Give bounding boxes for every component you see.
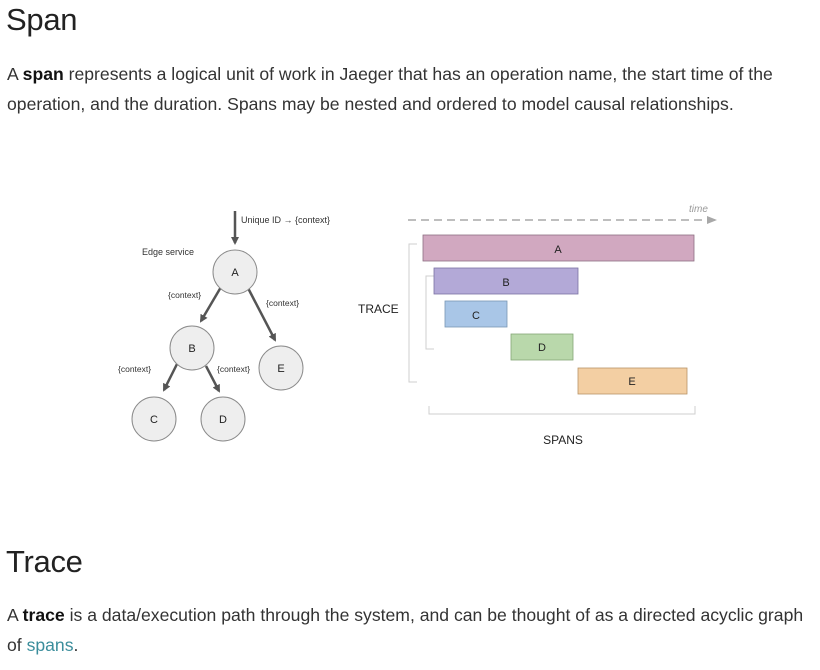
edge-a-b xyxy=(199,286,223,323)
span-bar-e: E xyxy=(577,367,688,395)
trace-label: TRACE xyxy=(358,302,399,316)
span-bar-d: D xyxy=(510,333,574,361)
span-bar-e-label: E xyxy=(628,376,635,388)
node-b-circle xyxy=(169,325,215,371)
span-bar-c-rect xyxy=(444,300,508,328)
spans-link[interactable]: spans xyxy=(26,635,74,655)
span-bar-b-label: B xyxy=(502,277,509,289)
span-bar-a-rect xyxy=(422,234,695,262)
span-tree: Unique ID → {context} Edge service {cont… xyxy=(118,211,330,442)
edge-service-label: Edge service xyxy=(142,247,194,257)
node-d: D xyxy=(200,396,246,442)
spans-label: SPANS xyxy=(543,433,583,447)
context-label-b-d: {context} xyxy=(217,364,250,374)
trace-heading: Trace xyxy=(6,544,83,579)
edge-b-c xyxy=(162,363,179,392)
node-e: E xyxy=(258,345,304,391)
node-d-circle xyxy=(200,396,246,442)
span-trace-diagram: Unique ID → {context} Edge service {cont… xyxy=(118,204,717,447)
span-term: span xyxy=(22,64,64,84)
trace-paragraph-end: . xyxy=(73,635,79,655)
trace-paragraph: A trace is a data/execution path through… xyxy=(7,600,815,660)
span-paragraph-text: represents a logical unit of work in Jae… xyxy=(7,64,773,114)
span-bar-a-label: A xyxy=(554,244,562,256)
node-e-circle xyxy=(258,345,304,391)
node-a: A xyxy=(212,249,258,295)
context-label-a-b: {context} xyxy=(168,290,201,300)
node-a-circle xyxy=(212,249,258,295)
span-bar-b: B xyxy=(433,267,579,295)
node-e-label: E xyxy=(277,363,284,375)
context-label-b-c: {context} xyxy=(118,364,151,374)
span-bar-e-rect xyxy=(577,367,688,395)
trace-paragraph-lead: A xyxy=(7,605,23,625)
span-paragraph-lead: A xyxy=(7,64,23,84)
span-bar-b-rect xyxy=(433,267,579,295)
span-bar-a: A xyxy=(422,234,695,262)
trace-paragraph-text: is a data/execution path through the sys… xyxy=(7,605,804,655)
span-bar-c-label: C xyxy=(472,310,480,322)
span-bar-d-rect xyxy=(510,333,574,361)
child-bracket xyxy=(425,275,434,350)
span-heading: Span xyxy=(6,2,78,37)
node-b-label: B xyxy=(188,343,195,355)
node-b: B xyxy=(169,325,215,371)
trace-bracket xyxy=(408,243,417,383)
edge-b-d xyxy=(204,365,221,393)
node-c-circle xyxy=(131,396,177,442)
trace-term: trace xyxy=(22,605,65,625)
node-c-label: C xyxy=(150,414,158,426)
context-label-a-e: {context} xyxy=(266,298,299,308)
node-d-label: D xyxy=(219,414,227,426)
time-label: time xyxy=(689,204,708,215)
spans-bracket xyxy=(428,406,696,415)
span-bar-c: C xyxy=(444,300,508,328)
node-a-label: A xyxy=(231,267,239,279)
node-c: C xyxy=(131,396,177,442)
edge-a-e xyxy=(246,287,277,342)
unique-id-label: Unique ID → {context} xyxy=(241,215,330,225)
span-bar-d-label: D xyxy=(538,342,546,354)
span-paragraph: A span represents a logical unit of work… xyxy=(7,59,815,119)
span-timeline: time TRACE A B C D E SPANS xyxy=(358,204,717,447)
